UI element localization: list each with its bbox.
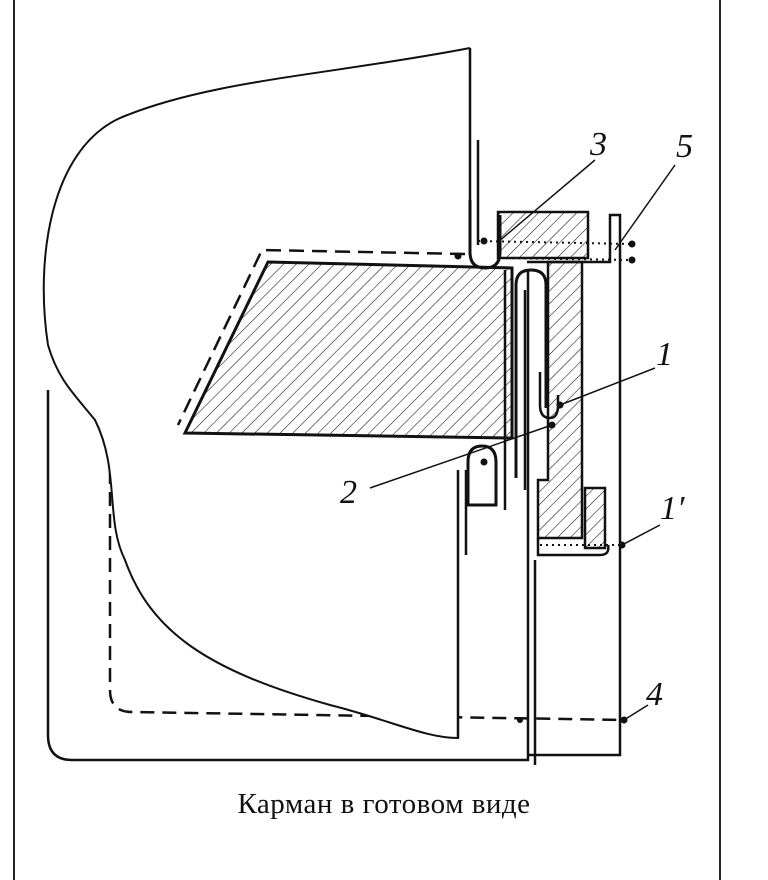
label-2: 2 [340, 474, 357, 511]
welt-fold-right [514, 268, 548, 478]
small-loop-1 [538, 372, 560, 420]
label-1: 1 [656, 336, 673, 373]
label-4: 4 [646, 676, 663, 713]
stitch-dots [454, 237, 636, 724]
pocket-bag-outline [46, 270, 530, 762]
stitch-5b [499, 257, 633, 261]
small-hatched-block [583, 486, 607, 550]
upper-hatched-strip [496, 210, 590, 260]
leader-1prime [621, 524, 661, 546]
label-1prime: 1′ [660, 490, 685, 527]
leader-1 [559, 367, 656, 406]
stitch-5a [477, 240, 633, 245]
stitch-line-4 [108, 470, 626, 722]
facing-strip [456, 48, 480, 738]
lower-fold-bottom [536, 538, 610, 557]
figure-caption: Карман в готовом виде [237, 788, 531, 820]
label-3: 3 [590, 126, 607, 163]
bottom-fold [466, 444, 498, 507]
leader-3 [497, 159, 596, 243]
leader-5 [614, 164, 676, 251]
label-5: 5 [676, 128, 693, 165]
inner-strip [503, 270, 527, 510]
leader-4 [623, 704, 649, 721]
welt-dashed-outline [176, 248, 466, 426]
back-panel-outline [527, 213, 622, 757]
leader-2 [369, 424, 553, 489]
welt-hatched [182, 260, 514, 440]
top-fold [468, 200, 502, 270]
